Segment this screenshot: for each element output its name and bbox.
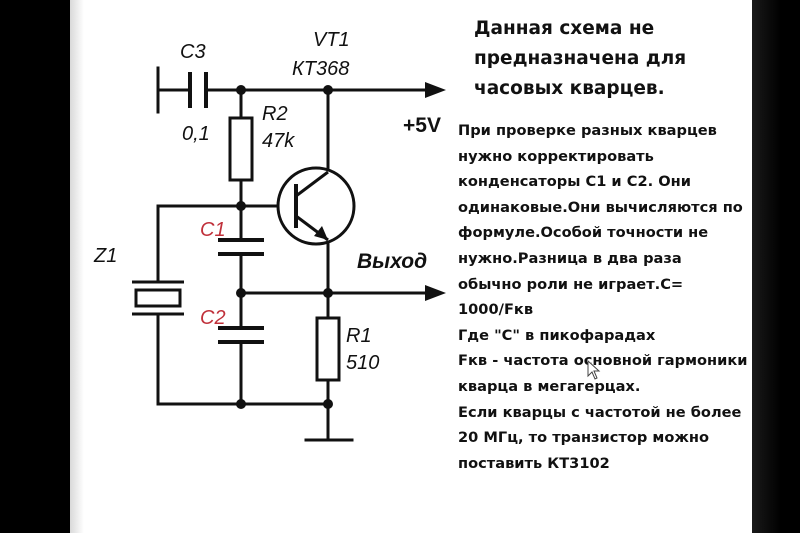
supply-arrow-icon <box>425 82 446 98</box>
junction-dots <box>236 85 333 409</box>
r2-ref-label: R2 <box>262 103 288 125</box>
c3-value-label: 0,1 <box>182 123 210 145</box>
vt1-transistor <box>276 166 356 246</box>
r1-ref-label: R1 <box>346 325 372 347</box>
c3-capacitor <box>188 72 208 108</box>
video-frame-right <box>752 0 800 533</box>
slide-panel: C3 0,1 VT1 КТ368 R2 47k C1 C2 R1 510 Z1 … <box>70 0 752 533</box>
output-arrow-icon <box>425 285 446 301</box>
transistor-ref-label: VT1 <box>313 29 350 51</box>
r1-value-label: 510 <box>346 352 379 374</box>
video-frame-left <box>0 0 70 533</box>
note-paragraph-frequency: Fкв - частота основной гармоники кварца … <box>458 352 748 395</box>
slide-title: Данная схема не предназначена для часовы… <box>474 18 687 99</box>
z1-crystal <box>132 280 184 316</box>
transistor-part-label: КТ368 <box>292 58 349 80</box>
r1-resistor <box>315 316 341 382</box>
mouse-cursor-icon <box>587 360 601 380</box>
output-label: Выход <box>357 250 427 273</box>
r2-resistor <box>228 116 254 182</box>
c3-ref-label: C3 <box>180 41 206 63</box>
note-paragraph-capacitors: При проверке разных кварцев нужно коррек… <box>458 122 743 319</box>
r2-value-label: 47k <box>262 130 295 152</box>
note-paragraph-units: Где "С" в пикофарадах <box>458 326 656 344</box>
c2-capacitor <box>218 326 264 344</box>
c2-ref-label: C2 <box>200 307 226 329</box>
supply-voltage-label: +5V <box>403 114 441 137</box>
z1-ref-label: Z1 <box>93 245 117 267</box>
explanation-text: При проверке разных кварцев нужно коррек… <box>458 118 748 476</box>
note-paragraph-transistor: Если кварцы с частотой не более 20 МГц, … <box>458 403 742 472</box>
oscillator-schematic: C3 0,1 VT1 КТ368 R2 47k C1 C2 R1 510 Z1 … <box>93 29 446 442</box>
c1-capacitor <box>218 238 264 256</box>
c1-ref-label: C1 <box>200 219 226 241</box>
